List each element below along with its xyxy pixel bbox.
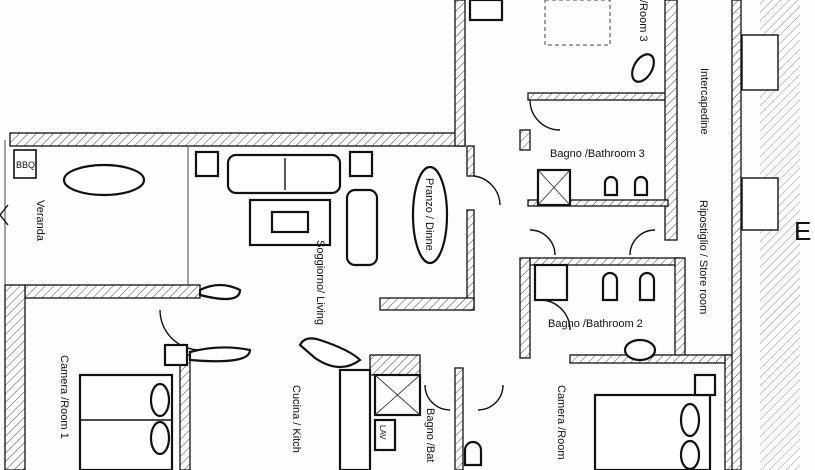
label-veranda: Veranda (34, 200, 46, 242)
label-edge-letter: E (794, 216, 811, 246)
label-kitchen: Cucina / Kitch (290, 385, 302, 453)
label-room2: Camera /Room (555, 385, 567, 460)
label-storeroom: Ripostiglio / Store room (697, 200, 709, 314)
label-room3: /Room 3 (637, 0, 649, 42)
label-living: Soggiorno/ Living (314, 240, 326, 325)
room-labels: /Room 3 Intercapedine Bagno /Bathroom 3 … (13, 0, 811, 462)
label-bathroom2: Bagno /Bathroom 2 (548, 318, 643, 330)
label-room1: Camera /Room 1 (58, 355, 70, 439)
label-bathroom3: Bagno /Bathroom 3 (550, 148, 645, 160)
label-bbq: BBQ (16, 160, 35, 170)
label-lav: LAV (378, 425, 387, 440)
doors (159, 99, 656, 411)
label-bathroom1: Bagno /Bat (424, 408, 436, 462)
label-dining: Pranzo / Dinne (423, 178, 435, 251)
label-intercapedine: Intercapedine (698, 68, 710, 135)
furniture (0, 0, 717, 470)
